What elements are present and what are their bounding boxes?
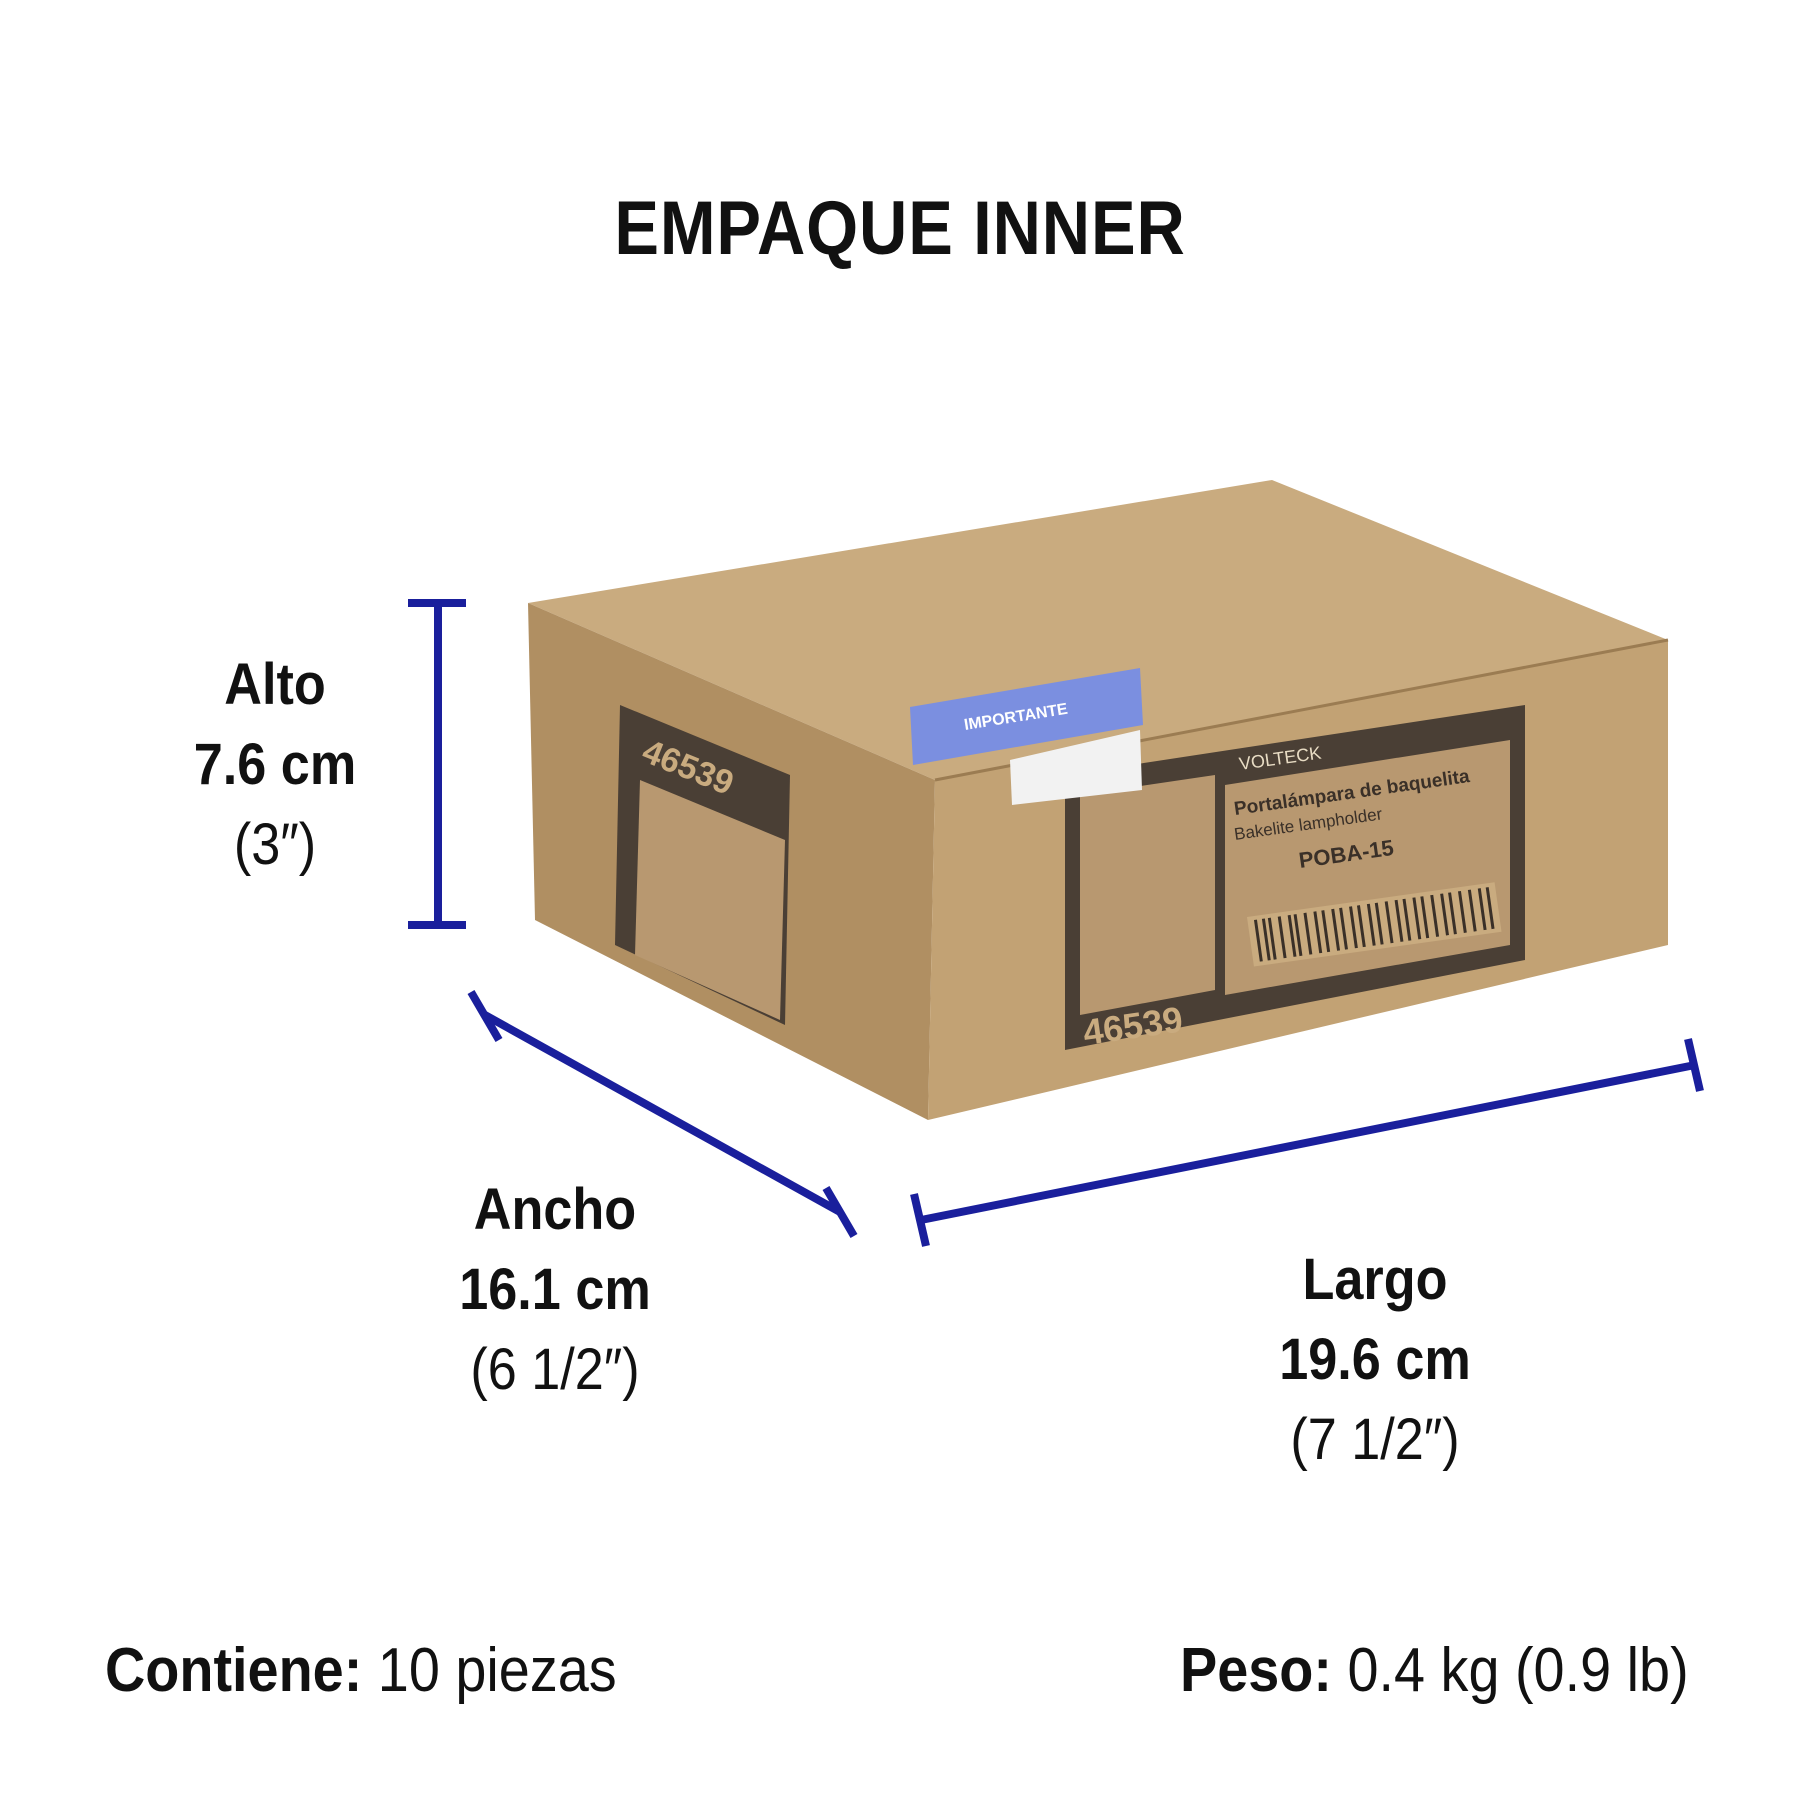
alto-label: Alto 7.6 cm (3″) [150, 645, 400, 885]
largo-dimension-line [910, 1038, 1704, 1247]
ancho-cm: 16.1 cm [459, 1257, 651, 1322]
barcode [1246, 882, 1502, 967]
page-title: EMPAQUE INNER [614, 186, 1186, 271]
alto-in: (3″) [233, 812, 317, 877]
peso-label: Peso: [1180, 1636, 1332, 1705]
largo-title: Largo [1302, 1247, 1448, 1312]
largo-in: (7 1/2″) [1290, 1407, 1460, 1472]
peso-info: Peso: 0.4 kg (0.9 lb) [1180, 1635, 1689, 1706]
contiene-value: 10 piezas [377, 1636, 617, 1705]
peso-value: 0.4 kg (0.9 lb) [1347, 1636, 1689, 1705]
largo-cm: 19.6 cm [1279, 1327, 1471, 1392]
ancho-in: (6 1/2″) [470, 1337, 640, 1402]
safety-sticker [910, 668, 1143, 765]
ancho-dimension-line [467, 989, 858, 1239]
alto-title: Alto [224, 652, 326, 717]
ancho-title: Ancho [473, 1177, 637, 1242]
largo-label: Largo 19.6 cm (7 1/2″) [1220, 1240, 1530, 1480]
ancho-label: Ancho 16.1 cm (6 1/2″) [400, 1170, 710, 1410]
alto-dimension-line [408, 599, 466, 929]
box-top-face [528, 480, 1668, 780]
alto-cm: 7.6 cm [193, 732, 357, 797]
contiene-label: Contiene: [105, 1636, 363, 1705]
contiene-info: Contiene: 10 piezas [105, 1635, 617, 1706]
